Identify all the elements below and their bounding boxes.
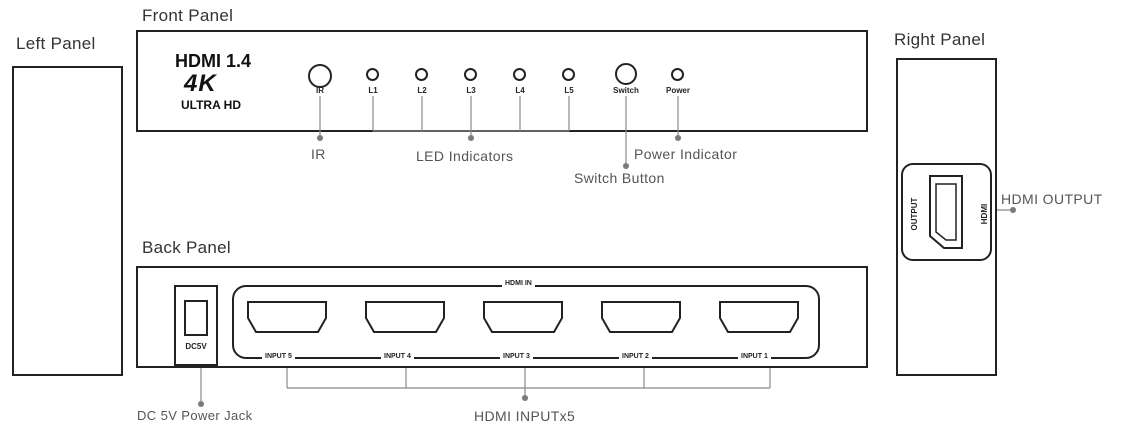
callout-hdmi-output: HDMI OUTPUT <box>1001 191 1103 207</box>
power-led <box>671 68 684 81</box>
input-5-label: INPUT 5 <box>262 353 295 360</box>
led-l5-label: L5 <box>564 86 574 95</box>
left-panel-box <box>12 66 123 376</box>
left-panel-title: Left Panel <box>16 34 96 53</box>
hdmi-input-1-port <box>719 301 799 333</box>
hdmi-in-label: HDMI IN <box>502 280 535 287</box>
input-2-label: INPUT 2 <box>619 353 652 360</box>
dc-jack-housing <box>174 285 218 366</box>
switch-label: Switch <box>613 86 639 95</box>
brand-4k: 4K <box>184 70 217 97</box>
brand-ultra-hd: ULTRA HD <box>181 98 241 112</box>
output-label: OUTPUT <box>910 194 919 234</box>
output-label-wrap: OUTPUT <box>904 189 922 239</box>
input-4-label: INPUT 4 <box>381 353 414 360</box>
callout-switch-button: Switch Button <box>574 170 665 186</box>
led-l3-label: L3 <box>466 86 476 95</box>
led-l1 <box>366 68 379 81</box>
hdmi-input-5-port <box>247 301 327 333</box>
ir-sensor <box>308 64 332 88</box>
led-l3 <box>464 68 477 81</box>
led-l2-label: L2 <box>417 86 427 95</box>
right-panel-title: Right Panel <box>894 30 986 49</box>
back-panel-title: Back Panel <box>142 238 231 257</box>
led-l4 <box>513 68 526 81</box>
power-label: Power <box>665 86 690 95</box>
hdmi-input-2-port <box>601 301 681 333</box>
callout-ir: IR <box>311 146 326 162</box>
front-panel-box <box>136 30 868 132</box>
hdmi-label: HDMI <box>980 200 989 228</box>
hdmi-input-3-port <box>483 301 563 333</box>
hdmi-input-4-port <box>365 301 445 333</box>
ir-label: IR <box>316 86 324 95</box>
callout-hdmi-inputs: HDMI INPUTx5 <box>474 408 576 424</box>
hdmi-output-port <box>929 175 963 249</box>
dc-jack-port <box>184 300 208 336</box>
brand-hdmi-version: HDMI 1.4 <box>175 51 252 71</box>
front-panel-title: Front Panel <box>142 6 234 25</box>
callout-power-indicator: Power Indicator <box>634 146 738 162</box>
led-l4-label: L4 <box>515 86 525 95</box>
callout-led-indicators: LED Indicators <box>416 148 514 164</box>
dc-label: DC5V <box>185 342 207 351</box>
input-1-label: INPUT 1 <box>738 353 771 360</box>
led-l2 <box>415 68 428 81</box>
callout-dc-jack: DC 5V Power Jack <box>137 408 253 423</box>
input-3-label: INPUT 3 <box>500 353 533 360</box>
switch-button[interactable] <box>615 63 637 85</box>
hdmi-label-wrap: HDMI <box>974 194 992 234</box>
led-l5 <box>562 68 575 81</box>
led-l1-label: L1 <box>368 86 378 95</box>
